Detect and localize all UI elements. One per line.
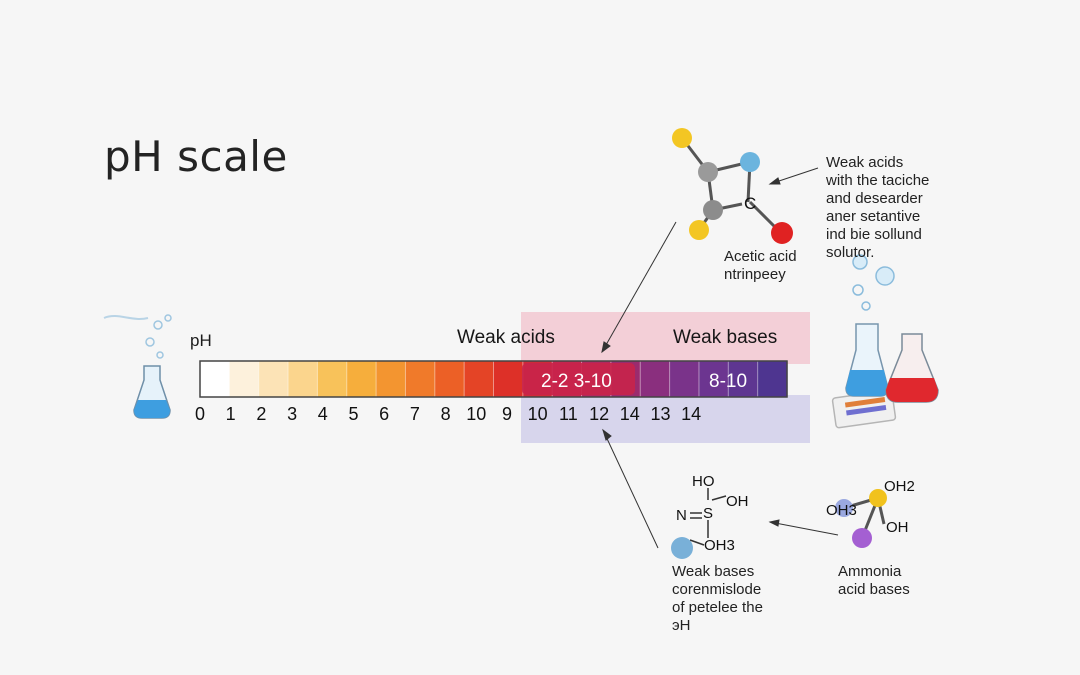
ph-bar-segment	[200, 361, 230, 397]
ph-tick-label: 9	[501, 404, 513, 424]
note-line: эH	[672, 617, 691, 634]
ph-bar-segment	[464, 361, 495, 397]
acid-range-highlight	[522, 363, 635, 395]
acid-range-label: 2-2 3-10	[541, 371, 612, 392]
ph-tick-label: 12	[589, 404, 610, 424]
atom-label-c: C	[744, 194, 757, 213]
note-line: Weak bases	[672, 563, 755, 580]
atom-yellow	[672, 128, 692, 148]
ph-tick-label: 4	[317, 404, 328, 424]
atom-yellow	[689, 220, 709, 240]
ph-tick-label: 10	[466, 404, 487, 424]
note-line: and desearder	[826, 190, 923, 207]
note-line: solutor.	[826, 244, 875, 261]
left-flask-icon	[103, 314, 172, 419]
note-line: ntrinpeey	[724, 266, 786, 283]
atom-label-oh2: OH2	[884, 478, 915, 495]
ph-bar-segment	[640, 361, 671, 397]
pointer-arrows	[601, 167, 839, 549]
ph-tick-label: 5	[348, 404, 359, 424]
ph-bar-outline	[199, 360, 788, 398]
arrow-ammonia-to-molecule	[769, 521, 839, 536]
note-line: with the taciche	[826, 172, 930, 189]
ph-bar-segment	[728, 361, 759, 397]
note-line: Ammonia	[838, 563, 902, 580]
ph-bar-segment	[669, 361, 700, 397]
ph-bar-segment	[258, 361, 289, 397]
atom-label-n: N	[676, 507, 687, 524]
atom-label-s: S	[703, 505, 714, 522]
ph-bar-segment	[229, 361, 260, 397]
atom-label-oh-right: OH	[886, 519, 909, 536]
atom-label-oh3: OH3	[704, 537, 735, 554]
weak-bases-region	[521, 395, 810, 443]
ph-bar-segment	[434, 361, 465, 397]
atom-yellow	[869, 489, 887, 507]
ammonia-note: Ammonia acid bases	[838, 563, 910, 599]
atom-label-oh: OH	[726, 493, 749, 510]
right-flasks-icon	[831, 254, 939, 429]
ph-tick-label: 14	[681, 404, 702, 424]
note-line: Acetic acid	[724, 248, 797, 265]
bottom-molecule	[689, 488, 727, 546]
weak-acids-note: Weak acids with the taciche and desearde…	[826, 154, 946, 262]
atom-grey	[703, 200, 723, 220]
acetic-acid-molecule	[672, 128, 793, 244]
weak-bases-label: Weak bases	[673, 327, 778, 348]
weak-bases-note: Weak bases corenmislode of petelee the э…	[672, 563, 763, 635]
arrow-acetic-to-bar	[601, 221, 677, 353]
ph-tick-label: 13	[650, 404, 671, 424]
weak-acids-region	[521, 312, 810, 364]
ph-tick-label: 8	[440, 404, 451, 424]
note-line: Weak acids	[826, 154, 904, 171]
note-line: corenmislode	[672, 581, 762, 598]
ph-axis-label: pH	[190, 331, 212, 350]
atom-blue	[671, 537, 693, 559]
atom-lavender	[835, 499, 853, 517]
atom-label-ho: HO	[692, 473, 715, 490]
ammonia-molecule	[835, 489, 887, 548]
ph-bar-segment	[698, 361, 729, 397]
atom-red	[771, 222, 793, 244]
ph-bar-segment	[376, 361, 407, 397]
atom-blue	[740, 152, 760, 172]
atom-purple	[852, 528, 872, 548]
ph-tick-label: 11	[559, 404, 578, 424]
note-line: acid bases	[838, 581, 910, 598]
ph-tick-label: 7	[409, 404, 420, 424]
atom-grey	[698, 162, 718, 182]
note-line: aner setantive	[826, 208, 921, 225]
ph-bar-segment	[288, 361, 318, 397]
note-line: of petelee the	[672, 599, 763, 616]
ph-bar-segment	[493, 361, 524, 397]
ph-tick-label: 14	[619, 404, 640, 424]
ph-bar-segment	[405, 361, 436, 397]
ph-tick-label: 0	[194, 404, 206, 424]
weak-acids-label: Weak acids	[457, 327, 555, 348]
ph-tick-label: 6	[379, 404, 390, 424]
arrow-bottom-to-bar	[602, 429, 659, 549]
ph-tick-label: 2	[256, 404, 267, 424]
ph-tick-label: 10	[527, 404, 548, 424]
base-range-label: 8-10	[709, 371, 748, 392]
ph-bar-segment	[317, 361, 348, 397]
note-line: ind bie sollund	[826, 226, 922, 243]
acetic-acid-note: Acetic acid ntrinpeey	[724, 248, 797, 284]
ph-tick-label: 3	[287, 404, 298, 424]
atom-label-oh3-left: OH3	[826, 502, 857, 519]
ph-bar-segment	[346, 361, 377, 397]
page-title: pH scale	[104, 132, 288, 181]
ph-bar-segment	[757, 361, 788, 397]
ph-color-bar	[200, 361, 788, 397]
ph-tick-label: 1	[225, 404, 236, 424]
